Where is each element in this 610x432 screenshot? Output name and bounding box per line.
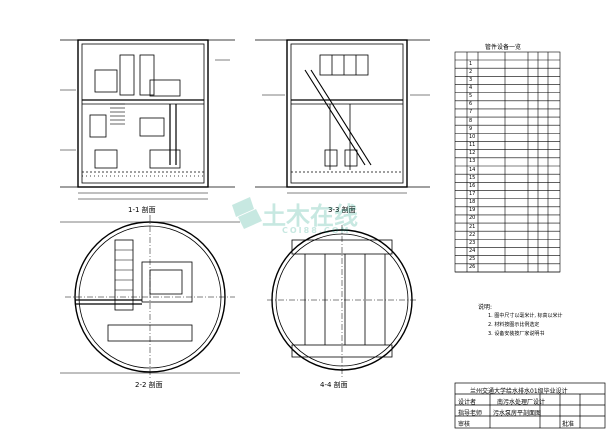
table-row-number: 15 xyxy=(469,174,476,181)
table-row-number: 2 xyxy=(469,68,473,75)
title-project: 南污水处理厂设计 xyxy=(497,399,546,406)
table-row-number: 20 xyxy=(469,215,476,222)
table-row-number: 6 xyxy=(469,101,473,108)
section-2-2 xyxy=(60,215,240,380)
section-label-3-3: 3-3 剖面 xyxy=(328,206,356,214)
section-label-2-2: 2-2 剖面 xyxy=(135,381,163,389)
note-item-2: 2. 材料按图示比例选定 xyxy=(488,322,540,328)
title-row-approve: 批准 xyxy=(562,421,575,428)
section-1-1 xyxy=(60,39,235,200)
table-row-number: 13 xyxy=(469,158,476,165)
watermark-text-cn: 土木在线 xyxy=(262,202,358,230)
equipment-table-title: 管件设备一览 xyxy=(485,44,522,51)
title-drawing-name: 污水泵房平剖面图 xyxy=(493,410,542,417)
table-row-number: 14 xyxy=(469,166,476,173)
watermark-text-en: COI88.COM xyxy=(282,226,351,235)
table-row-number: 3 xyxy=(469,76,473,83)
table-row-number: 22 xyxy=(469,231,476,238)
table-row-number: 26 xyxy=(469,264,476,271)
section-3-3 xyxy=(255,39,430,194)
note-item-1: 1. 图中尺寸以毫米计, 标高以米计 xyxy=(488,313,563,319)
section-label-1-1: 1-1 剖面 xyxy=(128,206,156,214)
title-row-review: 审核 xyxy=(458,421,471,428)
title-row-advisor: 指导老师 xyxy=(458,410,483,417)
equipment-table xyxy=(454,51,561,273)
table-row-number: 17 xyxy=(469,190,476,197)
title-school: 兰州交通大学给水排水01级毕业设计 xyxy=(470,388,568,395)
table-row-number: 5 xyxy=(469,93,473,100)
table-row-number: 9 xyxy=(469,125,473,132)
title-block xyxy=(454,382,606,429)
table-row-number: 1 xyxy=(469,60,473,67)
table-row-number: 19 xyxy=(469,207,476,214)
notes-heading: 说明: xyxy=(478,304,493,311)
section-4-4 xyxy=(267,225,418,378)
table-row-number: 24 xyxy=(469,248,476,255)
table-row-number: 23 xyxy=(469,239,476,246)
table-row-number: 4 xyxy=(469,84,473,91)
table-row-number: 11 xyxy=(469,142,476,149)
note-item-3: 3. 设备安装按厂家说明书 xyxy=(488,331,545,337)
table-row-number: 7 xyxy=(469,109,473,116)
table-row-number: 25 xyxy=(469,256,476,263)
table-row-number: 12 xyxy=(469,150,476,157)
title-row-designer: 设计者 xyxy=(458,399,477,406)
table-row-number: 21 xyxy=(469,223,476,230)
watermark-logo-icon xyxy=(232,197,262,229)
table-row-number: 18 xyxy=(469,199,476,206)
table-row-number: 8 xyxy=(469,117,473,124)
table-row-number: 10 xyxy=(469,133,476,140)
table-row-number: 16 xyxy=(469,182,476,189)
section-label-4-4: 4-4 剖面 xyxy=(320,381,348,389)
